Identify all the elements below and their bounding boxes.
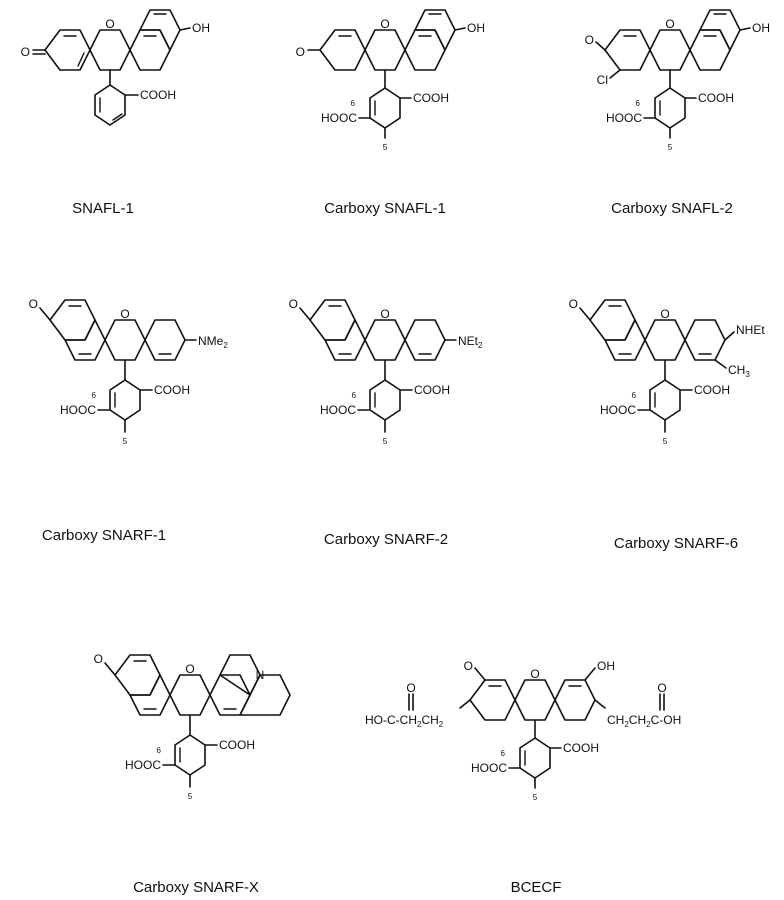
structure-carboxy-snafl-2: O Cl O OH COOH HOOC 6 5 bbox=[585, 9, 770, 152]
caption-carboxy-snafl-1: Carboxy SNAFL-1 bbox=[324, 200, 446, 217]
ring-oxygen-label: O bbox=[120, 307, 129, 321]
nitrogen-label: N bbox=[256, 668, 265, 682]
caption-snafl-1: SNAFL-1 bbox=[72, 200, 134, 217]
position-6-label: 6 bbox=[351, 99, 356, 108]
carboxyl-label: COOH bbox=[563, 741, 599, 755]
position-6-label: 6 bbox=[636, 99, 641, 108]
ring-oxygen-label: O bbox=[530, 667, 539, 681]
hydroxyl-label: OH bbox=[467, 21, 485, 35]
caption-carboxy-snarf-1: Carboxy SNARF-1 bbox=[42, 527, 166, 544]
carboxyl-label: COOH bbox=[140, 88, 176, 102]
carboxyl-label: COOH bbox=[154, 383, 190, 397]
structure-carboxy-snarf-1: O O NMe2 COOH HOOC 6 5 bbox=[29, 297, 229, 446]
oxo-oxygen-label: O bbox=[569, 297, 578, 311]
structure-carboxy-snarf-x: O O N COOH HOOC 6 5 bbox=[94, 652, 291, 801]
hydroxyl-label: OH bbox=[597, 659, 615, 673]
ring-oxygen-label: O bbox=[380, 307, 389, 321]
amine-label: NHEt bbox=[736, 323, 765, 337]
ring-oxygen-label: O bbox=[105, 17, 114, 31]
hydroxyl-label: OH bbox=[752, 21, 770, 35]
structure-carboxy-snarf-6: O O NHEt CH3 COOH HOOC 6 5 bbox=[569, 297, 766, 446]
right-carbonyl-oxygen-label: O bbox=[657, 681, 666, 695]
oxo-oxygen-label: O bbox=[296, 45, 305, 59]
position-6-label: 6 bbox=[501, 749, 506, 758]
ring-oxygen-label: O bbox=[665, 17, 674, 31]
structure-snafl-1: O O OH COOH bbox=[21, 9, 210, 126]
left-propionic-chain-label: HO-C-CH2CH2 bbox=[365, 713, 444, 729]
hydroxyl-label: OH bbox=[192, 21, 210, 35]
carboxyl-2-label: HOOC bbox=[60, 403, 96, 417]
position-6-label: 6 bbox=[632, 391, 637, 400]
position-6-label: 6 bbox=[157, 746, 162, 755]
carboxyl-label: COOH bbox=[698, 91, 734, 105]
position-5-label: 5 bbox=[383, 437, 388, 446]
structure-carboxy-snarf-2: O O NEt2 COOH HOOC 6 5 bbox=[289, 297, 483, 446]
carboxyl-label: COOH bbox=[414, 383, 450, 397]
position-5-label: 5 bbox=[383, 143, 388, 152]
carboxyl-2-label: HOOC bbox=[125, 758, 161, 772]
position-5-label: 5 bbox=[123, 437, 128, 446]
ring-oxygen-label: O bbox=[380, 17, 389, 31]
caption-bcecf: BCECF bbox=[511, 879, 562, 896]
position-5-label: 5 bbox=[533, 793, 538, 802]
caption-carboxy-snarf-x: Carboxy SNARF-X bbox=[133, 879, 259, 896]
chlorine-label: Cl bbox=[597, 73, 608, 87]
caption-carboxy-snarf-6: Carboxy SNARF-6 bbox=[614, 535, 738, 552]
carboxyl-2-label: HOOC bbox=[321, 111, 357, 125]
caption-carboxy-snarf-2: Carboxy SNARF-2 bbox=[324, 531, 448, 548]
amine-label: NMe2 bbox=[198, 334, 228, 350]
position-6-label: 6 bbox=[92, 391, 97, 400]
methyl-label: CH3 bbox=[728, 363, 750, 379]
carboxyl-2-label: HOOC bbox=[320, 403, 356, 417]
ring-oxygen-label: O bbox=[660, 307, 669, 321]
oxo-oxygen-label: O bbox=[464, 659, 473, 673]
oxo-oxygen-label: O bbox=[94, 652, 103, 666]
position-5-label: 5 bbox=[188, 792, 193, 801]
oxo-oxygen-label: O bbox=[21, 45, 30, 59]
right-propionic-chain-label: CH2CH2C-OH bbox=[607, 713, 681, 729]
position-5-label: 5 bbox=[668, 143, 673, 152]
carboxyl-2-label: HOOC bbox=[471, 761, 507, 775]
amine-label: NEt2 bbox=[458, 334, 483, 350]
position-5-label: 5 bbox=[663, 437, 668, 446]
oxo-oxygen-label: O bbox=[289, 297, 298, 311]
structure-bcecf: O O OH O O HO-C-CH2CH2 CH2CH2C-OH COOH H… bbox=[365, 659, 681, 802]
structure-carboxy-snafl-1: O O OH COOH HOOC 6 5 bbox=[296, 9, 485, 152]
carboxyl-2-label: HOOC bbox=[600, 403, 636, 417]
caption-carboxy-snafl-2: Carboxy SNAFL-2 bbox=[611, 200, 733, 217]
carboxyl-2-label: HOOC bbox=[606, 111, 642, 125]
ring-oxygen-label: O bbox=[185, 662, 194, 676]
position-6-label: 6 bbox=[352, 391, 357, 400]
carboxyl-label: COOH bbox=[694, 383, 730, 397]
carboxyl-label: COOH bbox=[413, 91, 449, 105]
left-carbonyl-oxygen-label: O bbox=[406, 681, 415, 695]
oxo-oxygen-label: O bbox=[29, 297, 38, 311]
carboxyl-label: COOH bbox=[219, 738, 255, 752]
oxo-oxygen-label: O bbox=[585, 33, 594, 47]
